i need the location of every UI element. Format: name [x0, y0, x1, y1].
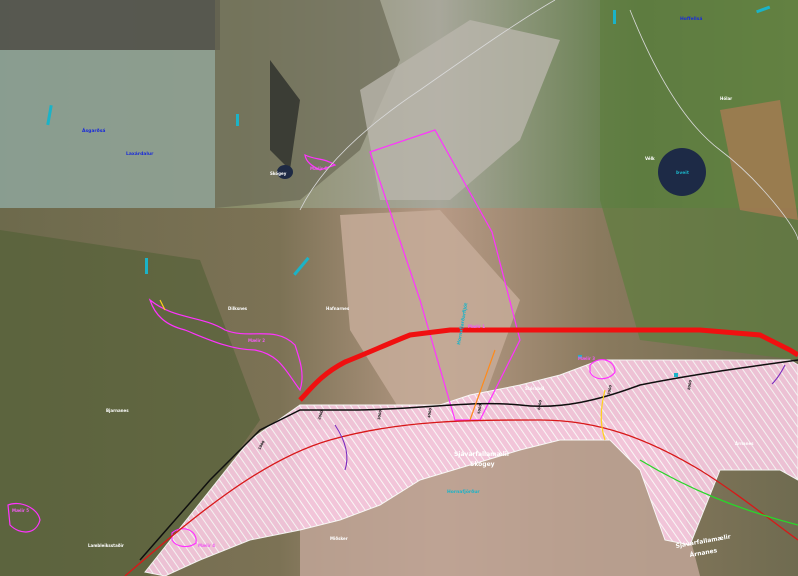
yellow-line[interactable] [600, 389, 606, 441]
river-label: Laxárdalur [126, 150, 154, 157]
place-label: Stóraból [525, 386, 545, 391]
pond-boundary-west[interactable] [7, 502, 41, 533]
boundary-label: Mælir 1 [468, 324, 485, 329]
pond-boundary-east[interactable] [589, 359, 616, 380]
stream-boundary-west[interactable] [148, 298, 303, 392]
fields-west [0, 230, 260, 576]
alt-route-black[interactable] [139, 359, 798, 561]
minor-road-east [629, 9, 798, 241]
yellow-line-west[interactable] [159, 299, 166, 311]
chainage-label: 5000 [477, 403, 483, 414]
lake-small [277, 165, 293, 179]
place-label: Dilksnes [228, 306, 248, 311]
chainage-label: 6000 [537, 399, 543, 410]
road-corridor-area[interactable] [144, 359, 798, 576]
hill-east [720, 100, 798, 220]
boundary-label: Mælir 2 [248, 338, 265, 343]
mountain-dark [270, 60, 300, 170]
purple-stream[interactable] [334, 424, 348, 471]
minor-road-north [299, 0, 556, 211]
tide-gauge-label-skogey-line1: Sjávarfallamælir [454, 451, 510, 458]
imagery-tile-dark-corner [0, 0, 220, 50]
river-label: Hoffellsá [680, 15, 702, 22]
purple-stream-east[interactable] [771, 364, 786, 385]
chainage-label: 3000 [377, 409, 383, 420]
fjord-label: Hornafjörður [447, 489, 480, 495]
green-line[interactable] [639, 459, 798, 526]
boundary-label: Mælir 4 [198, 543, 215, 548]
chainage-label: 8000 [687, 379, 693, 390]
place-label: Hafnarnes [326, 306, 350, 311]
tidal-flat [340, 210, 520, 410]
boundary-label: Mælir 6 [310, 166, 327, 171]
stream-boundary-north[interactable] [304, 153, 337, 171]
boundary-label: Mælir 5 [12, 508, 29, 513]
chainage-label: 1000 [257, 440, 266, 451]
study-boundary-channel[interactable] [369, 129, 521, 421]
place-label: Miðsker [330, 536, 348, 541]
tide-gauge-label-arnanes-line2: Árnanes [689, 547, 718, 559]
existing-road-ring[interactable] [298, 327, 798, 402]
river-label: Ásgarðsá [82, 127, 105, 134]
place-label: Bjarnanes [106, 408, 129, 413]
proposed-road-alignment[interactable] [124, 419, 798, 576]
chainage-label: 2000 [317, 409, 324, 420]
orange-line[interactable] [469, 349, 496, 421]
place-label: Lambleiksstaðir [88, 543, 124, 548]
lake-label: Þveit [676, 170, 690, 176]
cyan-markers [46, 5, 771, 377]
pond-boundary-south[interactable] [171, 528, 197, 548]
tide-gauge-label-skogey-line2: Skógey [470, 461, 495, 468]
boundary-label: Mælir 3 [578, 356, 595, 361]
place-label: Hólar [720, 96, 732, 101]
place-label: Árnanes [735, 441, 754, 446]
chainage-label: 4000 [427, 407, 433, 418]
mountain-relief [215, 0, 400, 208]
place-label: Skógey [270, 171, 287, 176]
river-plain [360, 20, 560, 200]
chainage-label: 7000 [607, 384, 613, 395]
place-label: Vélk [645, 156, 655, 161]
lake-thveit [658, 148, 706, 196]
